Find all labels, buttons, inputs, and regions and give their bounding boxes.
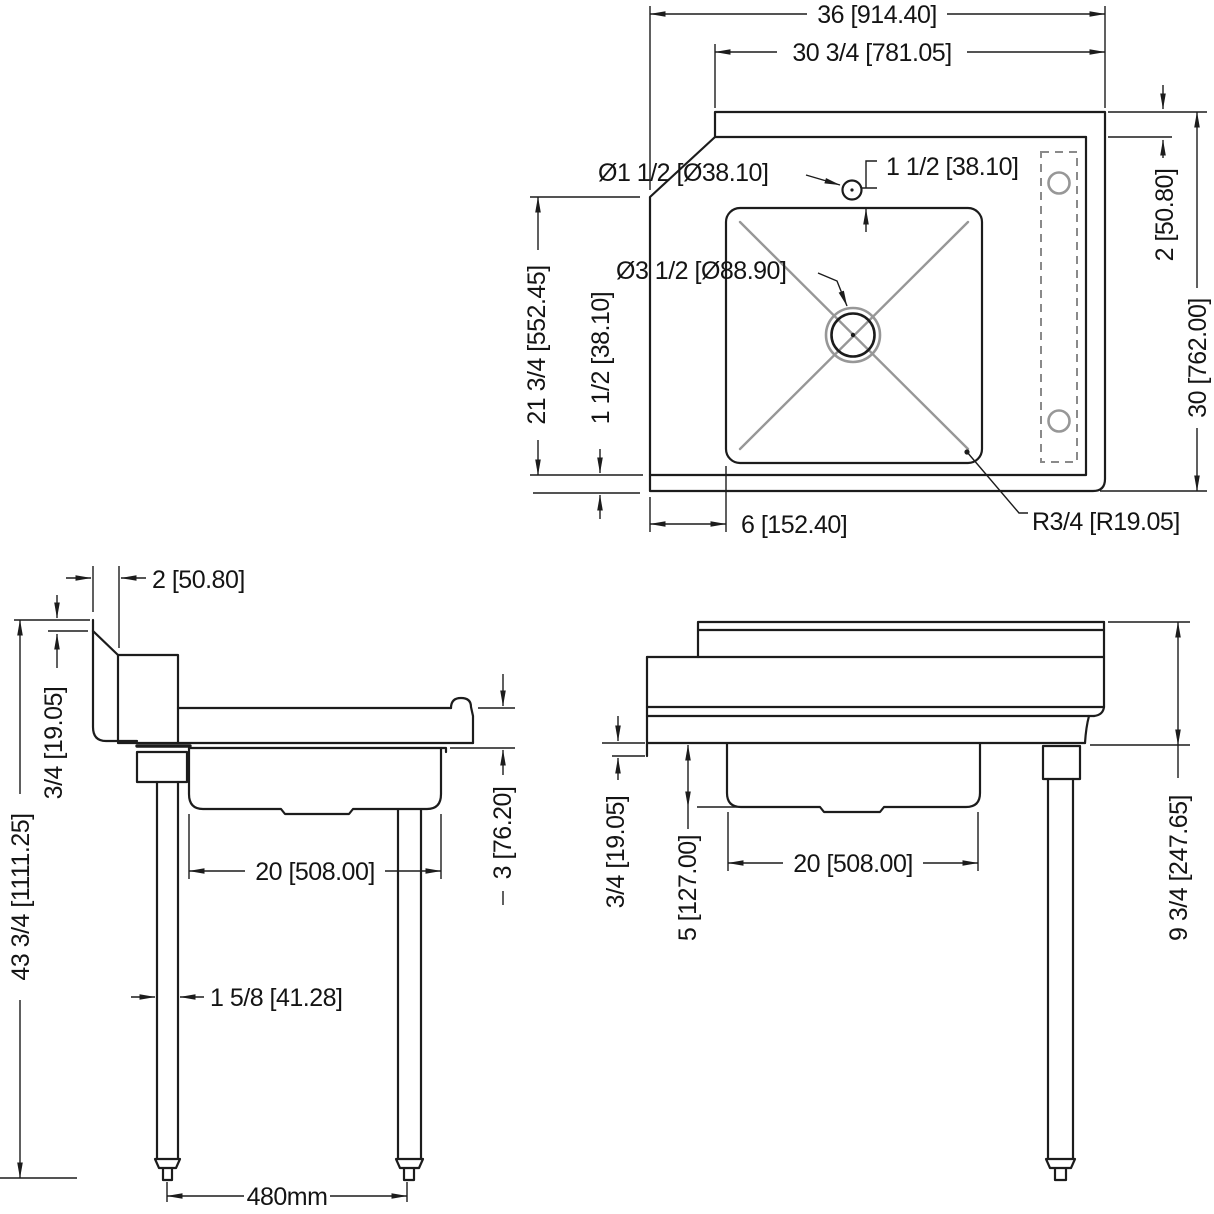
dim-bowl-side-inset: 6 [152.40]	[741, 511, 847, 539]
hidden-bracket	[1040, 151, 1078, 463]
side-view: 2 [50.80] 3/4 [19.05] 43 3/4 [1111.25] 2…	[0, 566, 517, 1211]
sink-bowl-side	[187, 746, 443, 816]
dim-backsplash-width: 30 3/4 [781.05]	[792, 39, 951, 67]
faucet-center-mark	[850, 188, 854, 192]
rear-leg-gusset	[135, 750, 189, 784]
rear-leg-foot	[153, 1157, 182, 1182]
drain-center-mark	[850, 332, 856, 338]
dim-faucet-offset: 1 1/2 [38.10]	[886, 153, 1019, 181]
backsplash-cap	[91, 629, 120, 657]
dim-overall-width: 36 [914.40]	[817, 1, 937, 29]
bowl-lip	[188, 746, 448, 754]
front-rim-corner	[1092, 705, 1106, 718]
front-leg	[396, 808, 423, 1161]
front-backsplash	[696, 620, 1106, 659]
dim-edge-height: 3 [76.20]	[489, 787, 517, 880]
drain-ring-outer	[824, 306, 882, 364]
dim-cap-lip: 3/4 [19.05]	[40, 687, 68, 800]
front-view: 3/4 [19.05] 5 [127.00] 20 [508.00] 9 3/4…	[602, 620, 1193, 1182]
dim-bowl-length-front: 20 [508.00]	[793, 850, 913, 878]
dim-bowl-front-inset: 1 1/2 [38.10]	[587, 292, 615, 425]
backsplash-back-face	[91, 618, 139, 743]
dim-drain: Ø3 1/2 [Ø88.90]	[616, 257, 786, 285]
front-leg-foot	[394, 1157, 425, 1182]
mount-hole-bottom	[1047, 409, 1071, 433]
dim-bowl-length-side: 20 [508.00]	[255, 858, 375, 886]
front-leg-gusset	[1041, 744, 1082, 781]
drain-hole	[830, 312, 876, 358]
front-view-leg	[1046, 777, 1075, 1161]
dim-bowl-depth: 5 [127.00]	[674, 835, 702, 941]
front-apron-step	[1083, 714, 1091, 745]
mount-hole-top	[1047, 171, 1071, 195]
dim-leg-width: 1 5/8 [41.28]	[210, 984, 343, 1012]
dim-backsplash-depth: 2 [50.80]	[1151, 169, 1179, 262]
top-view: 36 [914.40] 30 3/4 [781.05] Ø1 1/2 [Ø38.…	[523, 1, 1212, 539]
dim-leg-spacing: 480mm	[247, 1183, 328, 1211]
sink-bowl-plan	[724, 206, 984, 465]
front-view-leg-foot	[1044, 1157, 1077, 1182]
dim-corner-radius: R3/4 [R19.05]	[1032, 508, 1180, 536]
backsplash-base	[116, 653, 180, 745]
inner-rim-line	[648, 135, 1088, 477]
dim-depth-to-bowl: 21 3/4 [552.45]	[523, 265, 551, 424]
faucet-hole	[841, 179, 863, 201]
dim-backsplash-thickness: 2 [50.80]	[152, 566, 245, 594]
rear-leg	[155, 780, 180, 1161]
dim-top-section-height: 9 3/4 [247.65]	[1165, 795, 1193, 941]
dim-overall-height: 43 3/4 [1111.25]	[7, 813, 35, 980]
sink-bowl-front	[725, 742, 982, 814]
rolled-edge	[449, 696, 475, 745]
dim-faucet-hole: Ø1 1/2 [Ø38.10]	[598, 159, 768, 187]
dim-overall-depth: 30 [762.00]	[1184, 298, 1212, 418]
dim-bottom-lip: 3/4 [19.05]	[602, 796, 630, 909]
top-view-outline	[648, 110, 1107, 493]
